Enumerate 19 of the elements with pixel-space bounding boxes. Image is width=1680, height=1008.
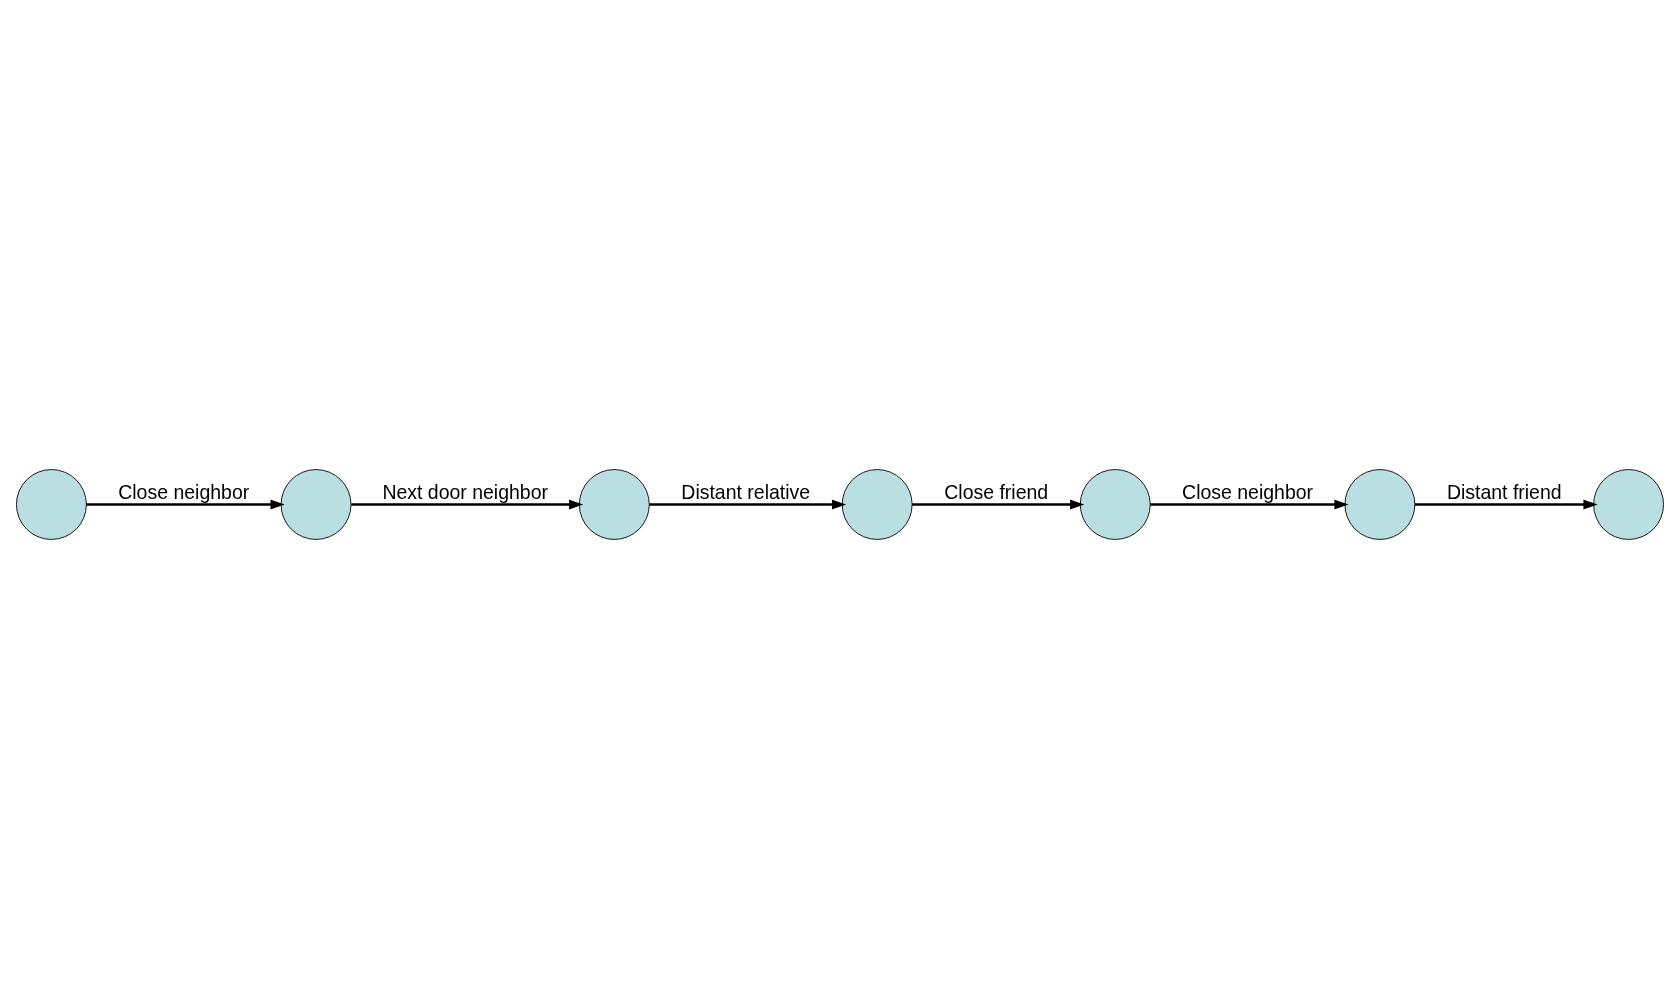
edge-label: Close neighbor [118,480,250,503]
node-circle [1344,468,1416,540]
arrow [912,499,1085,509]
arrow [351,499,584,509]
node-circle [578,468,650,540]
node-circle [1593,468,1664,540]
edge-label: Close friend [944,480,1049,503]
node-circle [1079,468,1151,540]
node-circle [16,468,87,540]
edge-label: Distant relative [681,480,811,503]
node-circle [841,468,913,540]
arrow [1414,499,1598,509]
arrow [86,499,285,509]
edge-label: Distant friend [1446,480,1562,503]
edge-label: Close neighbor [1182,480,1314,503]
arrow [649,499,847,509]
arrow [1150,499,1349,509]
node-circle [280,468,352,540]
edge-label: Next door neighbor [382,480,548,503]
